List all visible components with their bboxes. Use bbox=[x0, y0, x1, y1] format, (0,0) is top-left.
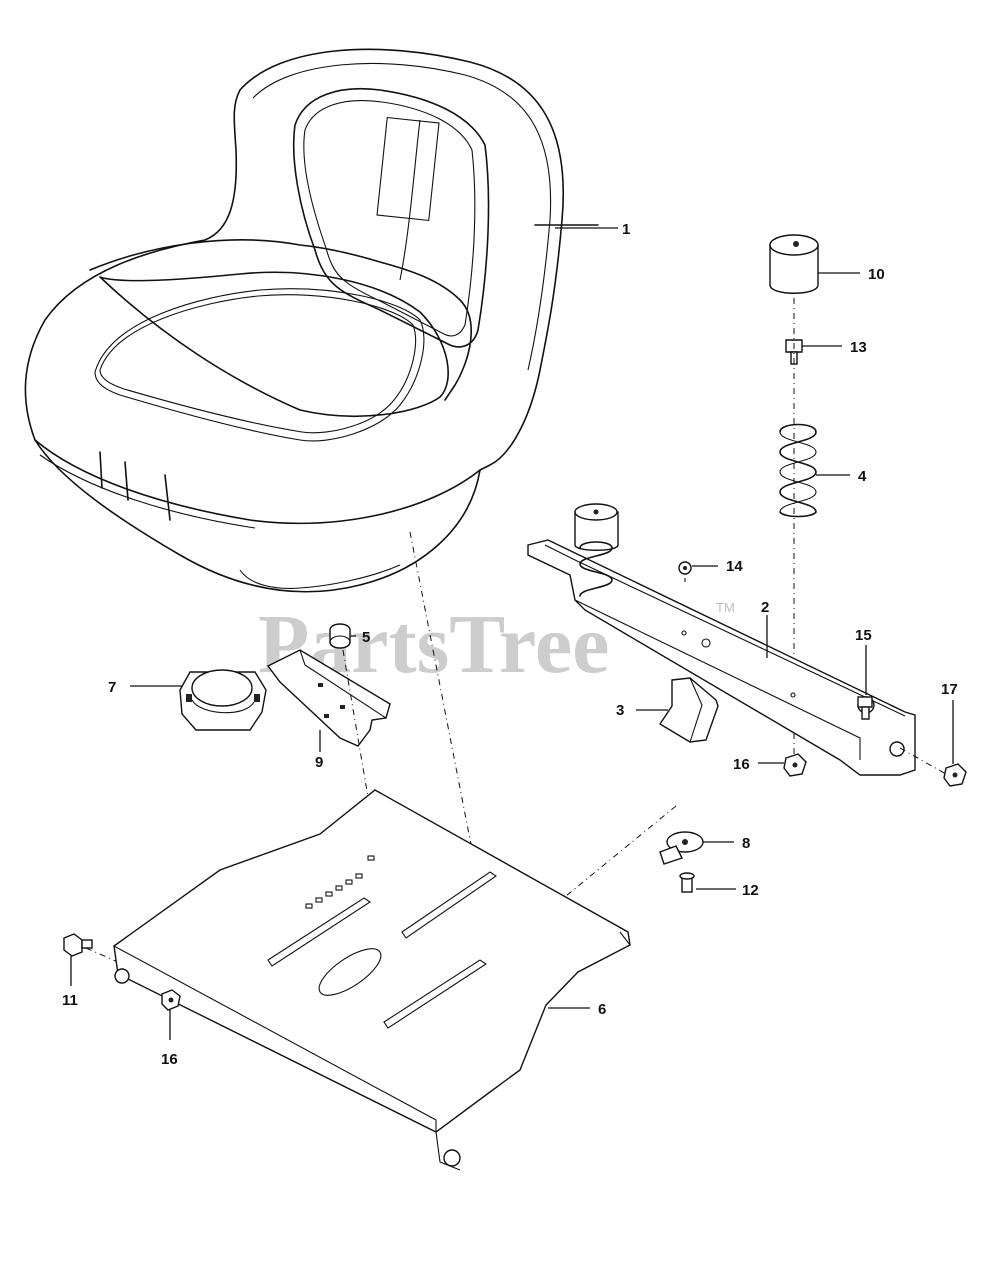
callout-7[interactable]: 7 bbox=[108, 679, 116, 696]
part-17-nut[interactable] bbox=[943, 763, 967, 787]
part-2-seat-rail[interactable] bbox=[527, 503, 916, 776]
callout-2[interactable]: 2 bbox=[761, 599, 769, 616]
callout-4[interactable]: 4 bbox=[858, 468, 867, 485]
callout-8[interactable]: 8 bbox=[742, 835, 750, 852]
callout-11[interactable]: 11 bbox=[62, 992, 78, 1009]
part-4-spring[interactable] bbox=[779, 423, 817, 518]
part-15-bolt[interactable] bbox=[857, 696, 873, 720]
part-14-nut[interactable] bbox=[678, 561, 692, 582]
part-1-seat[interactable] bbox=[24, 48, 599, 593]
part-6-seat-plate[interactable] bbox=[113, 789, 631, 1171]
callout-16-right[interactable]: 16 bbox=[733, 756, 750, 773]
callout-1[interactable]: 1 bbox=[622, 221, 630, 238]
part-12-pin[interactable] bbox=[679, 872, 695, 893]
part-5-bushing[interactable] bbox=[329, 623, 351, 649]
part-7-seat-switch[interactable] bbox=[179, 669, 267, 731]
part-10-bumper[interactable] bbox=[769, 234, 819, 294]
callout-10[interactable]: 10 bbox=[868, 266, 885, 283]
callout-15[interactable]: 15 bbox=[855, 627, 872, 644]
callout-16-left[interactable]: 16 bbox=[161, 1051, 178, 1068]
callout-14[interactable]: 14 bbox=[726, 558, 743, 575]
callout-17[interactable]: 17 bbox=[941, 681, 958, 698]
part-11-bolt[interactable] bbox=[63, 933, 93, 957]
part-16-nut-right[interactable] bbox=[783, 753, 807, 777]
watermark-tm: TM bbox=[716, 600, 735, 615]
part-3-clip[interactable] bbox=[659, 677, 719, 743]
callout-5[interactable]: 5 bbox=[362, 629, 370, 646]
callout-6[interactable]: 6 bbox=[598, 1001, 606, 1018]
part-16-nut-left[interactable] bbox=[161, 989, 181, 1011]
callout-13[interactable]: 13 bbox=[850, 339, 867, 356]
part-8-washer-tab[interactable] bbox=[659, 831, 704, 865]
callout-3[interactable]: 3 bbox=[616, 702, 624, 719]
callout-12[interactable]: 12 bbox=[742, 882, 759, 899]
part-9-switch-bracket[interactable] bbox=[266, 649, 391, 747]
callout-9[interactable]: 9 bbox=[315, 754, 323, 771]
